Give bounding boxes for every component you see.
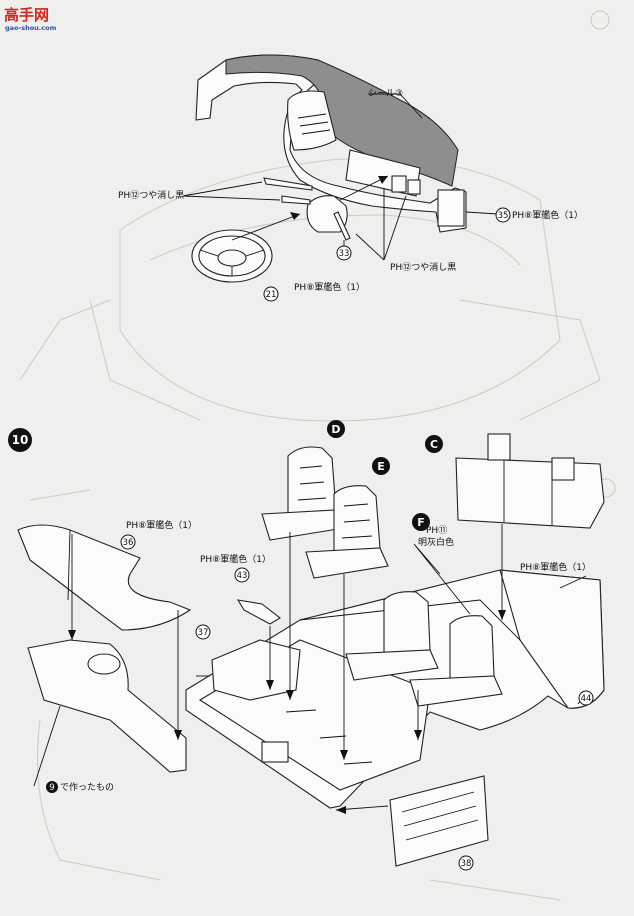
instrument-hood <box>287 90 337 151</box>
svg-text:F: F <box>417 516 425 529</box>
svg-text:38: 38 <box>461 859 472 869</box>
seat-D <box>261 446 345 541</box>
part-F-paint-code: PH⑪ <box>426 525 447 536</box>
part-37-inner-dash <box>211 639 301 701</box>
svg-text:33: 33 <box>339 249 350 259</box>
part-44-paint-label: PH⑧軍艦色（1） <box>520 561 591 573</box>
part-number-44: 44 <box>578 690 594 706</box>
svg-text:44: 44 <box>581 694 592 704</box>
part-36-dashboard <box>17 524 192 631</box>
svg-text:D: D <box>331 423 340 436</box>
letter-marker-D: D <box>327 420 345 438</box>
turn-signal-stalk <box>281 195 311 205</box>
part-35-paint-label: PH⑧軍艦色（1） <box>512 209 583 221</box>
rear-headrest-right <box>551 457 575 481</box>
svg-text:10: 10 <box>12 433 29 447</box>
dashboard-top-surface <box>225 54 459 187</box>
part-36-paint-label: PH⑧軍艦色（1） <box>126 519 197 531</box>
upper-left-paint-label: PH⑫つや消し黒 <box>118 189 184 201</box>
letter-marker-F: F <box>412 513 430 531</box>
wiper-stalk <box>263 177 313 191</box>
part-number-36: 36 <box>120 534 136 550</box>
svg-text:35: 35 <box>498 211 509 221</box>
seat-E <box>305 485 389 579</box>
step-number-badge: 10 <box>8 428 32 452</box>
vent-right <box>407 179 421 195</box>
upper-assembly <box>182 54 499 283</box>
vent-left <box>391 175 407 193</box>
part-number-33: 33 <box>336 245 352 261</box>
rear-headrest-left <box>487 433 511 461</box>
part-38-rear-panel <box>389 775 489 867</box>
part-33-paint-label: PH⑫つや消し黒 <box>390 261 456 273</box>
steering-wheel-21 <box>191 229 273 283</box>
part-F-color-name: 明灰白色 <box>418 536 454 548</box>
letter-marker-E: E <box>372 457 390 475</box>
svg-text:36: 36 <box>123 538 134 548</box>
arrow-wheel-to-column <box>231 213 301 241</box>
part-number-37: 37 <box>195 624 211 640</box>
arrow-head-column <box>378 176 388 184</box>
svg-text:43: 43 <box>237 571 248 581</box>
step-9-reference-badge: 9 <box>46 781 58 793</box>
svg-text:C: C <box>430 438 438 451</box>
part-35-end-cap <box>437 189 465 227</box>
step-9-reference-label: で作ったもの <box>60 781 114 793</box>
svg-text:E: E <box>377 460 385 473</box>
seat-F-rear-left <box>345 591 439 681</box>
part-number-43: 43 <box>234 567 250 583</box>
svg-text:21: 21 <box>266 290 277 300</box>
step-9-dashboard-assembly <box>27 639 187 773</box>
step-9-steering-wheel <box>87 653 121 675</box>
seal-label: シール③ <box>368 89 403 99</box>
part-number-38: 38 <box>458 855 474 871</box>
part-43-paint-label: PH⑧軍艦色（1） <box>200 553 271 565</box>
part-33-stalk <box>333 211 351 241</box>
steering-column <box>306 195 348 233</box>
letter-marker-C: C <box>425 435 443 453</box>
seat-F-rear-right <box>409 615 503 707</box>
svg-text:9: 9 <box>49 783 54 793</box>
center-console-box <box>261 741 289 763</box>
part-number-21: 21 <box>263 286 279 302</box>
watermark-logo: 高手网 gao-shou.com <box>4 6 57 32</box>
watermark-domain: gao-shou.com <box>5 24 57 32</box>
part-number-35: 35 <box>495 207 511 223</box>
seat-C-rear-bench <box>455 433 605 529</box>
part-43-side-panel <box>236 599 281 625</box>
arrow-head-wheel <box>290 212 300 220</box>
part-21-paint-label: PH⑧軍艦色（1） <box>294 281 365 293</box>
watermark-brand: 高手网 <box>4 6 49 24</box>
lower-assembly <box>17 433 605 867</box>
svg-text:37: 37 <box>198 628 209 638</box>
